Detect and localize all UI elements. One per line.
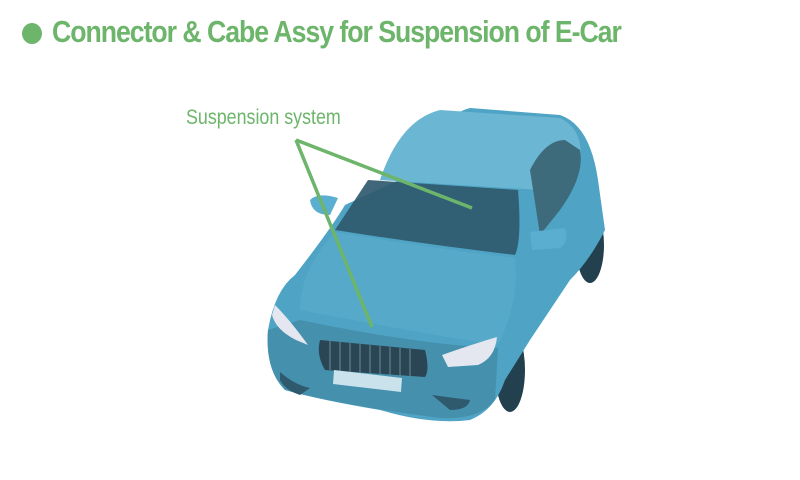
license-plate: [333, 370, 402, 392]
side-window: [530, 140, 581, 235]
page-title: Connector & Cabe Assy for Suspension of …: [52, 14, 622, 49]
windshield: [335, 180, 520, 255]
right-mirror: [530, 228, 567, 250]
hood: [300, 232, 516, 345]
callout-label: Suspension system: [186, 106, 341, 129]
callout-lines: [294, 138, 473, 328]
grille-bars: [329, 341, 411, 376]
left-headlight: [272, 305, 308, 345]
bullet-icon: [22, 23, 42, 44]
left-fog-light: [280, 372, 310, 395]
right-fog-light: [432, 395, 470, 410]
right-headlight: [442, 337, 497, 367]
